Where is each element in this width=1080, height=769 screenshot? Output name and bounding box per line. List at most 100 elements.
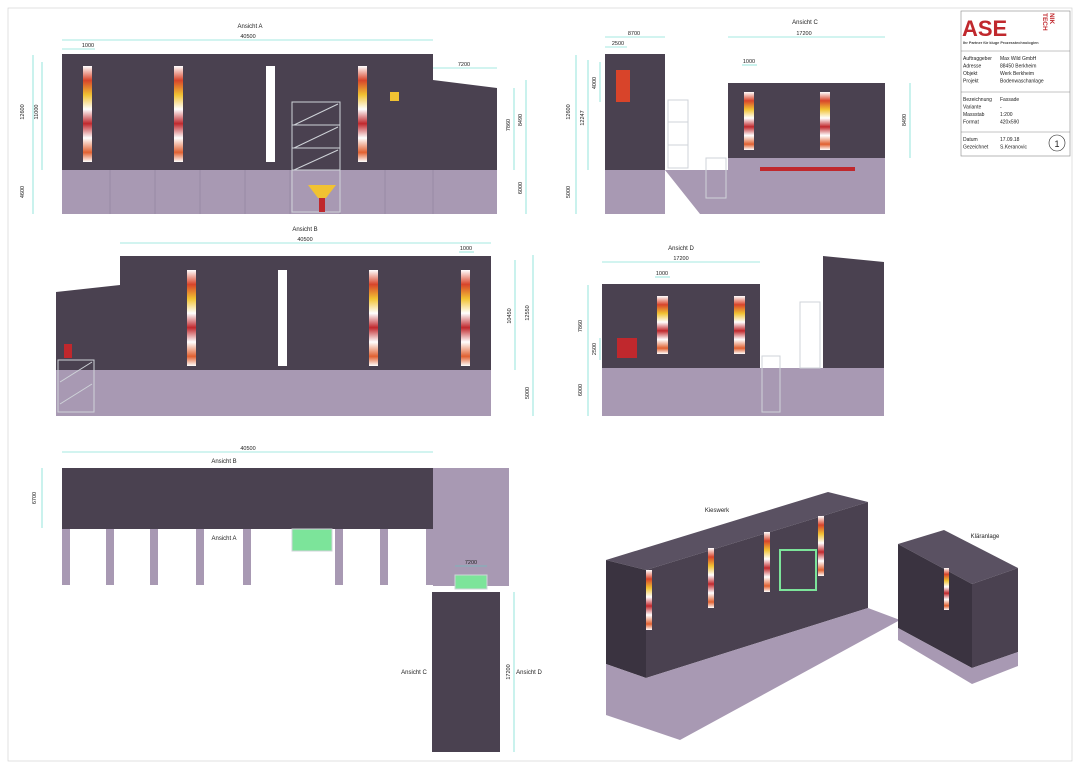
label-ansicht-a: Ansicht A [211, 536, 236, 542]
dim-height-base: 5000 [566, 186, 572, 198]
dim-height-right2: 8490 [518, 114, 524, 126]
ramp [760, 368, 823, 416]
title-block-value: 88450 Berkheim [1000, 64, 1036, 70]
window-strip [278, 270, 287, 366]
dim-width: 40500 [240, 34, 255, 40]
clarifier-wall [728, 83, 885, 158]
window-strip [358, 66, 367, 162]
window-strip [744, 92, 754, 150]
view-title: Ansicht B [292, 227, 317, 233]
view-title: Ansicht C [792, 20, 818, 26]
iso-view: Kieswerk Kläranlage [606, 492, 1018, 740]
window-strip [461, 270, 470, 366]
dim-height-right: 8490 [902, 114, 908, 126]
stair-d [761, 301, 821, 413]
building-base [62, 170, 497, 214]
title-block-value: Fassade [1000, 97, 1019, 103]
dim-width: 17200 [673, 256, 688, 262]
side-building [433, 80, 497, 170]
dim-height-1: 12600 [566, 104, 572, 119]
view-ansicht-b: Ansicht B 40500 1000 10450 12550 5000 [56, 227, 534, 416]
dim-window: 1000 [82, 43, 94, 49]
window-strip [369, 270, 378, 366]
plan-columns [62, 529, 434, 585]
trough [760, 167, 855, 171]
title-block-value: Bodenwaschanlage [1000, 79, 1044, 85]
title-block-value: - [1000, 105, 1002, 111]
dim-side: 7200 [465, 560, 477, 566]
title-block-value: 1:200 [1000, 112, 1013, 118]
view-ansicht-a: Ansicht A 40500 1000 7200 12600 11000 46… [20, 24, 527, 214]
title-block-key: Objekt [963, 71, 978, 77]
iso-front [646, 502, 868, 678]
dim-height: 6700 [32, 492, 38, 504]
dim-height-base: 5000 [525, 387, 531, 399]
sheet-number: 1 [1054, 139, 1059, 149]
dim-window: 1000 [743, 59, 755, 65]
dim-height-wall: 11000 [34, 105, 40, 120]
building-base [120, 370, 491, 416]
hatch-door [390, 92, 399, 101]
iso-clarifier-roof [898, 530, 1018, 584]
dim-height-2: 12550 [525, 305, 531, 320]
plan-roof [62, 468, 433, 529]
window-strip [266, 66, 275, 162]
title-block-key: Datum [963, 137, 978, 143]
stair-c [667, 99, 727, 199]
view-title: Ansicht D [668, 246, 694, 252]
dim-width: 40500 [240, 446, 255, 452]
label-ansicht-d: Ansicht D [516, 670, 542, 676]
window-strip [187, 270, 196, 366]
title-block-key: Adresse [963, 64, 982, 70]
iso-clarifier-base [898, 628, 1018, 684]
clarifier-base [602, 368, 760, 416]
company-tagline: Ihr Partner für kluge Prozesstechnologie… [963, 41, 1039, 45]
dim-height-1: 10450 [507, 308, 513, 323]
title-block: ASE TECH NIK Ihr Partner für kluge Proze… [960, 10, 1071, 157]
company-logo-sub1: TECH [1041, 13, 1048, 31]
label-ansicht-b: Ansicht B [211, 459, 236, 465]
iso-clarifier-side [898, 544, 972, 668]
window-strip [657, 296, 668, 354]
iso-base [606, 608, 900, 740]
view-title: Ansicht A [237, 24, 262, 30]
clarifier-base [728, 158, 885, 214]
label-kieswerk: Kieswerk [705, 508, 730, 514]
tower-wall [605, 54, 665, 170]
view-ansicht-c: Ansicht C 8700 2500 17200 1000 12600 122… [566, 20, 911, 214]
title-block-key: Gezeichnet [963, 145, 989, 151]
dim-width-main: 17200 [796, 31, 811, 37]
window-strip [820, 92, 830, 150]
dim-window: 1000 [656, 271, 668, 277]
dim-window: 1000 [460, 246, 472, 252]
iso-clarifier-front [972, 568, 1018, 668]
building-wall [62, 54, 433, 170]
label-ansicht-c: Ansicht C [401, 670, 427, 676]
title-block-value: 17.09.18 [1000, 137, 1020, 143]
tower-base [605, 170, 665, 214]
dim-height-base-right: 6000 [518, 182, 524, 194]
title-block-key: Format [963, 120, 979, 126]
equipment-box [617, 338, 637, 358]
window-strip [174, 66, 183, 162]
title-block-key: Auftraggeber [963, 56, 992, 62]
window-strip [83, 66, 92, 162]
company-logo-sub2: NIK [1048, 13, 1055, 25]
iso-side [606, 560, 646, 678]
title-block-value: 420x590 [1000, 120, 1019, 126]
building-wall [120, 256, 491, 370]
side-base [56, 370, 120, 416]
company-logo: ASE [962, 16, 1007, 41]
dim-height-3: 4000 [592, 77, 598, 89]
dim-width: 40500 [297, 237, 312, 243]
dim-height-left2: 2500 [592, 343, 598, 355]
plan-clarifier [432, 592, 500, 752]
title-block-value: S.Keranovic [1000, 145, 1027, 151]
dim-width-top: 8700 [628, 31, 640, 37]
dim-height-total: 12600 [20, 104, 26, 119]
stair-tower [291, 101, 341, 213]
plan-stair [291, 528, 333, 552]
title-block-key: Massstab [963, 112, 985, 118]
sheet-border [7, 7, 1073, 762]
plan-view: 40500 Ansicht B 6700 Ansicht A 7200 Ansi… [32, 446, 542, 752]
